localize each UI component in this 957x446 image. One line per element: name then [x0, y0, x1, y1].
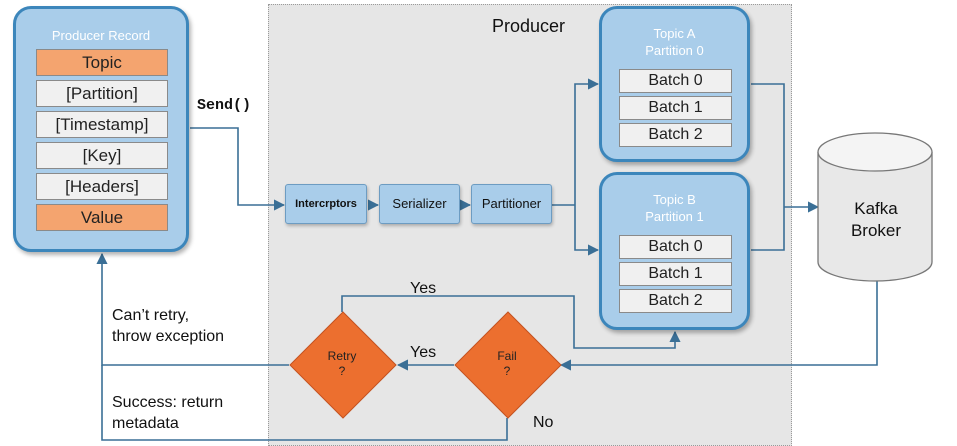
success-note: Success: return metadata	[112, 392, 223, 434]
kafka-broker-label: Kafka Broker	[817, 198, 935, 242]
send-arrow	[190, 127, 286, 211]
topic-b-panel: Topic B Partition 1 Batch 0 Batch 1 Batc…	[599, 172, 750, 330]
field-value: Value	[36, 204, 168, 231]
topic-a-batch-0: Batch 0	[619, 69, 732, 93]
success-line2: metadata	[112, 415, 179, 432]
topic-b-title: Topic B	[653, 192, 696, 207]
cant-retry-line1: Can’t retry,	[112, 307, 190, 324]
fail-decision-shape	[454, 311, 562, 419]
topic-b-batch-1: Batch 1	[619, 262, 732, 286]
retry-decision-shape	[289, 311, 397, 419]
partitioner-stage: Partitioner	[471, 184, 552, 224]
field-timestamp: [Timestamp]	[36, 111, 168, 138]
no-fail-label: No	[533, 414, 554, 431]
kafka-broker-line2: Broker	[850, 221, 902, 240]
interceptors-stage: Intercrptors	[285, 184, 367, 224]
fail-decision-label: Fail ?	[467, 349, 547, 379]
partitioner-to-topic-b	[574, 205, 600, 256]
field-partition: [Partition]	[36, 80, 168, 107]
success-line1: Success: return	[112, 394, 224, 411]
serializer-stage: Serializer	[379, 184, 460, 224]
fail-line2: ?	[503, 364, 511, 378]
topic-a-batch-1: Batch 1	[619, 96, 732, 120]
broker-to-fail	[559, 280, 878, 371]
topic-a-panel: Topic A Partition 0 Batch 0 Batch 1 Batc…	[599, 6, 750, 162]
retry-yes-arrow	[341, 295, 681, 349]
topic-b-subtitle: Partition 1	[645, 209, 704, 224]
yes-fail-label: Yes	[410, 344, 437, 361]
topic-a-batch-2: Batch 2	[619, 123, 732, 147]
retry-line1: Retry	[327, 349, 357, 363]
field-topic: Topic	[36, 49, 168, 76]
field-headers: [Headers]	[36, 173, 168, 200]
producer-record-panel: Producer Record Topic [Partition] [Times…	[13, 6, 189, 252]
send-label: Send()	[197, 97, 252, 114]
yes-retry-label: Yes	[410, 280, 437, 297]
retry-line2: ?	[338, 364, 346, 378]
producer-label: Producer	[492, 16, 566, 36]
topic-b-batch-0: Batch 0	[619, 235, 732, 259]
partitioner-to-topic-a	[574, 78, 600, 205]
fail-line1: Fail	[497, 349, 517, 363]
fail-no-line	[101, 365, 508, 441]
topic-a-subtitle: Partition 0	[645, 43, 704, 58]
producer-record-title: Producer Record	[51, 28, 151, 43]
kafka-broker-icon	[817, 132, 933, 282]
field-key: [Key]	[36, 142, 168, 169]
kafka-broker-line1: Kafka	[854, 199, 898, 218]
retry-decision-label: Retry ?	[302, 349, 382, 379]
cant-retry-note: Can’t retry, throw exception	[112, 305, 224, 347]
cant-retry-line2: throw exception	[112, 328, 225, 345]
topic-b-batch-2: Batch 2	[619, 289, 732, 313]
topic-a-title: Topic A	[653, 26, 696, 41]
